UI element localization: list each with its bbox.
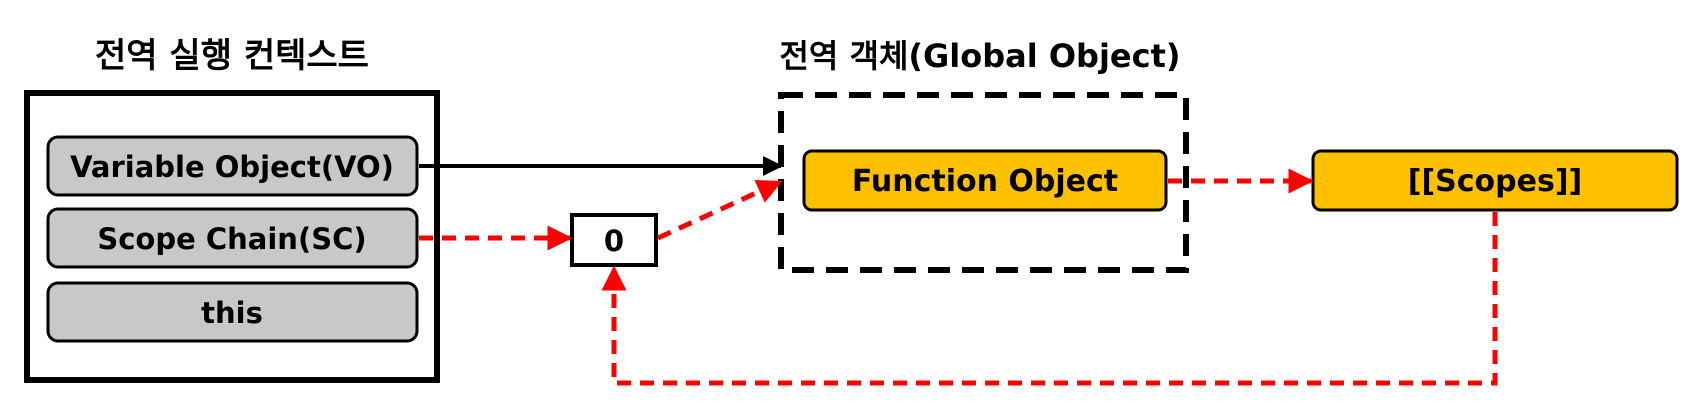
- scope-chain-label: Scope Chain(SC): [97, 222, 366, 256]
- scope-index-label: 0: [604, 224, 624, 258]
- scope-chain-slot: [46, 207, 419, 269]
- global-context-title: 전역 실행 컨텍스트: [95, 36, 369, 76]
- variable-object-slot: [46, 135, 419, 197]
- this-label: this: [201, 296, 263, 330]
- scopes-label: [[Scopes]]: [1408, 164, 1583, 199]
- function-object-box: [802, 149, 1168, 212]
- scopes-return-arrow: [601, 212, 1498, 386]
- function-object-label: Function Object: [852, 164, 1118, 199]
- this-slot: [46, 281, 419, 343]
- scope-index-to-global-arrow: [656, 179, 783, 241]
- global-object-title: 전역 객체(Global Object): [779, 37, 1180, 75]
- variable-object-label: Variable Object(VO): [70, 150, 394, 184]
